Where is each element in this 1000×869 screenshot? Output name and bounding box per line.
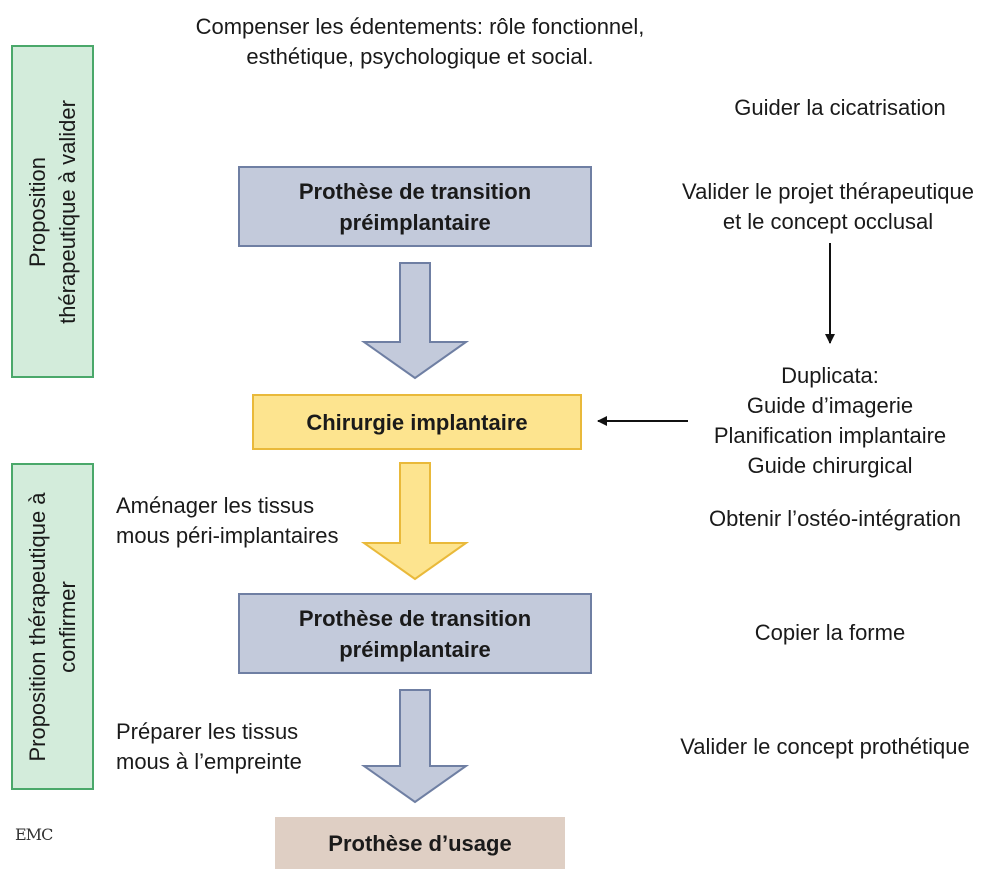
note-healing: Guider la cicatrisation — [734, 95, 946, 120]
flow-arrow-3 — [360, 689, 470, 804]
note-copy-shape: Copier la forme — [754, 620, 906, 645]
header-line-1: Compenser les édentements: rôle fonction… — [195, 14, 645, 39]
emc-logo: EMC — [15, 825, 53, 844]
note-validate-project: Valider le projet thérapeutique et le co… — [682, 179, 974, 234]
duplicata-item: Guide chirurgical — [747, 453, 913, 478]
flow-arrow-2 — [360, 462, 470, 581]
box-transition-prosthesis-2: Prothèse de transition préimplantaire — [238, 593, 592, 674]
duplicata-item: Guide d’imagerie — [746, 393, 914, 418]
note-soft-tissue: Aménager les tissus mous péri-implantair… — [116, 493, 339, 548]
duplicata-item: Planification implantaire — [713, 423, 947, 448]
box-final-prosthesis: Prothèse d’usage — [275, 817, 565, 869]
note-osseointegration: Obtenir l’ostéo-intégration — [709, 506, 961, 531]
note-duplicata: Duplicata: Guide d’imagerie Planificatio… — [680, 361, 980, 481]
note-impression: Préparer les tissus mous à l’empreinte — [116, 719, 302, 774]
box-implant-surgery: Chirurgie implantaire — [252, 394, 582, 450]
header-line-2: esthétique, psychologique et social. — [246, 44, 594, 69]
side-panel-validate: Proposition thérapeutique à valider — [11, 45, 94, 378]
note-validate-prosthetic: Valider le concept prothétique — [680, 734, 970, 759]
side-panel-confirm: Proposition thérapeutique à confirmer — [11, 463, 94, 790]
box-transition-prosthesis-1: Prothèse de transition préimplantaire — [238, 166, 592, 247]
duplicata-title: Duplicata: — [781, 363, 879, 388]
header-text: Compenser les édentements: rôle fonction… — [160, 12, 680, 72]
flow-arrow-1 — [360, 262, 470, 380]
